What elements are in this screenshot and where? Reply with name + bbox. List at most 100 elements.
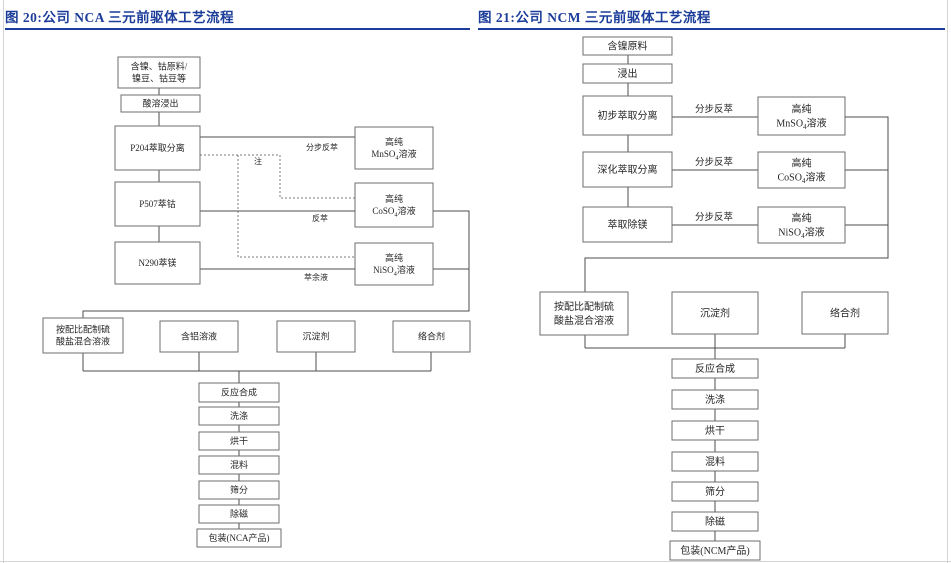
- ncm-coso4-solution-label: CoSO4溶液: [777, 171, 825, 186]
- nca-sulfate-mixing-box: [42, 317, 124, 354]
- nca-edge-label-3: 萃余液: [304, 272, 328, 282]
- nca-drying-label: 烘干: [230, 435, 248, 446]
- nca-edge-label-1: 注: [254, 156, 262, 166]
- nca-demagnetization-label: 除磁: [230, 508, 248, 519]
- ncm-complexing-agent-box: [801, 291, 889, 335]
- nca-drying-box: [198, 431, 280, 451]
- nca-coso4-solution-label: 高纯: [385, 193, 403, 204]
- ncm-reaction-synthesis-label: 反应合成: [695, 362, 735, 375]
- ncm-coso4-solution-label: 高纯: [792, 157, 812, 170]
- ncm-sulfate-mixing-label: 按配比配制硫: [554, 300, 614, 313]
- nca-sieving-label: 筛分: [230, 484, 248, 495]
- ncm-raw-material-label: 含镍原料: [608, 40, 648, 53]
- nca-packaging-label: 包装(NCA产品): [209, 532, 270, 543]
- nca-reaction-synthesis-label: 反应合成: [221, 387, 257, 398]
- nca-washing-box: [198, 406, 280, 426]
- ncm-mg-removal-box: [582, 206, 673, 243]
- nca-p204-extraction-box: [114, 125, 201, 171]
- nca-acid-leaching-box: [120, 94, 201, 113]
- figure-21-title: 图 21:公司 NCM 三元前驱体工艺流程: [478, 5, 945, 30]
- ncm-leaching-box: [582, 63, 673, 84]
- nca-material-mixing-label: 混料: [230, 459, 248, 470]
- ncm-edge-label-1: 分步反萃: [695, 157, 733, 168]
- nca-raw-material-label: 含镍、钴原料/: [131, 61, 188, 72]
- ncm-packaging-label: 包装(NCM产品): [680, 544, 749, 557]
- ncm-demagnetization-label: 除磁: [705, 515, 725, 528]
- ncm-mnso4-solution-label: MnSO4溶液: [776, 117, 826, 132]
- nca-mnso4-solution-label: 高纯: [385, 136, 403, 147]
- nca-n290-magnesium-extraction-box: [114, 241, 201, 285]
- nca-niso4-solution-label: NiSO4溶液: [373, 264, 415, 278]
- ncm-sulfate-mixing-label: 酸盐混合溶液: [554, 314, 614, 327]
- ncm-packaging-box: [669, 540, 761, 561]
- nca-coso4-solution-box: [354, 182, 434, 228]
- nca-n290-magnesium-extraction-label: N290萃镁: [139, 257, 177, 268]
- nca-raw-material-box: [117, 56, 201, 89]
- ncm-sieving-label: 筛分: [705, 485, 725, 498]
- nca-reaction-synthesis-box: [198, 382, 280, 403]
- nca-material-mixing-box: [198, 455, 280, 475]
- nca-edge-label-0: 分步反萃: [306, 142, 338, 152]
- nca-sulfate-mixing-label: 按配比配制硫: [56, 324, 110, 335]
- ncm-material-mixing-label: 混料: [705, 455, 725, 468]
- nca-demagnetization-box: [198, 504, 280, 524]
- nca-mnso4-solution-label: MnSO4溶液: [371, 148, 416, 162]
- ncm-niso4-solution-label: 高纯: [792, 212, 812, 225]
- nca-acid-leaching-label: 酸溶浸出: [142, 98, 178, 109]
- ncm-precipitant-box: [671, 291, 759, 335]
- ncm-sieving-box: [671, 481, 759, 502]
- ncm-mnso4-solution-label: 高纯: [792, 103, 812, 116]
- ncm-flowchart: 含镍原料浸出初步萃取分离深化萃取分离萃取除镁高纯MnSO4溶液高纯CoSO4溶液…: [539, 36, 889, 561]
- nca-packaging-box: [196, 528, 282, 548]
- page-left-border: [3, 0, 4, 563]
- nca-mnso4-solution-box: [354, 126, 434, 170]
- nca-p204-extraction-label: P204萃取分离: [130, 142, 185, 153]
- nca-raw-material-label: 镍豆、钴豆等: [132, 73, 186, 84]
- ncm-washing-box: [671, 389, 759, 410]
- nca-edge-7: [82, 210, 470, 318]
- nca-flowchart: 含镍、钴原料/镍豆、钴豆等酸溶浸出P204萃取分离P507萃钴N290萃镁高纯M…: [42, 56, 471, 548]
- page-bottom-border: [0, 561, 951, 562]
- nca-aluminum-solution-box: [159, 320, 239, 353]
- ncm-edge-7: [584, 116, 889, 292]
- ncm-sulfate-mixing-box: [539, 291, 629, 336]
- ncm-reaction-synthesis-box: [671, 358, 759, 379]
- nca-aluminum-solution-label: 含铝溶液: [181, 331, 217, 342]
- ncm-deep-extraction-box: [582, 151, 673, 188]
- nca-precipitant-label: 沉淀剂: [302, 331, 329, 342]
- page-right-border: [947, 0, 948, 563]
- ncm-niso4-solution-box: [757, 206, 846, 244]
- ncm-demagnetization-box: [671, 511, 759, 532]
- ncm-mg-removal-label: 萃取除镁: [608, 218, 648, 231]
- nca-precipitant-box: [276, 320, 356, 353]
- ncm-drying-box: [671, 420, 759, 441]
- nca-complexing-agent-label: 络合剂: [418, 331, 445, 342]
- ncm-primary-extraction-label: 初步萃取分离: [598, 109, 658, 122]
- ncm-deep-extraction-label: 深化萃取分离: [598, 163, 658, 176]
- ncm-coso4-solution-box: [757, 151, 846, 189]
- nca-edge-label-2: 反萃: [312, 213, 328, 223]
- nca-edge-9-dashed: [200, 154, 355, 199]
- figure-20-title: 图 20:公司 NCA 三元前驱体工艺流程: [5, 5, 470, 30]
- nca-p507-cobalt-extraction-label: P507萃钴: [139, 198, 176, 209]
- ncm-edge-label-2: 分步反萃: [695, 212, 733, 223]
- nca-p507-cobalt-extraction-box: [114, 181, 201, 227]
- nca-washing-label: 洗涤: [230, 410, 248, 421]
- nca-niso4-solution-box: [354, 242, 434, 286]
- ncm-material-mixing-box: [671, 451, 759, 472]
- ncm-washing-label: 洗涤: [705, 393, 725, 406]
- ncm-niso4-solution-label: NiSO4溶液: [778, 226, 824, 241]
- ncm-raw-material-box: [582, 36, 673, 56]
- ncm-precipitant-label: 沉淀剂: [700, 307, 730, 320]
- ncm-leaching-label: 浸出: [618, 67, 638, 80]
- nca-edge-10-dashed: [237, 155, 355, 258]
- ncm-drying-label: 烘干: [705, 425, 725, 437]
- nca-complexing-agent-box: [392, 320, 471, 353]
- ncm-complexing-agent-label: 络合剂: [830, 307, 860, 320]
- nca-sulfate-mixing-label: 酸盐混合溶液: [56, 336, 110, 347]
- nca-niso4-solution-label: 高纯: [385, 252, 403, 263]
- nca-sieving-box: [198, 480, 280, 500]
- ncm-edge-label-0: 分步反萃: [695, 104, 733, 115]
